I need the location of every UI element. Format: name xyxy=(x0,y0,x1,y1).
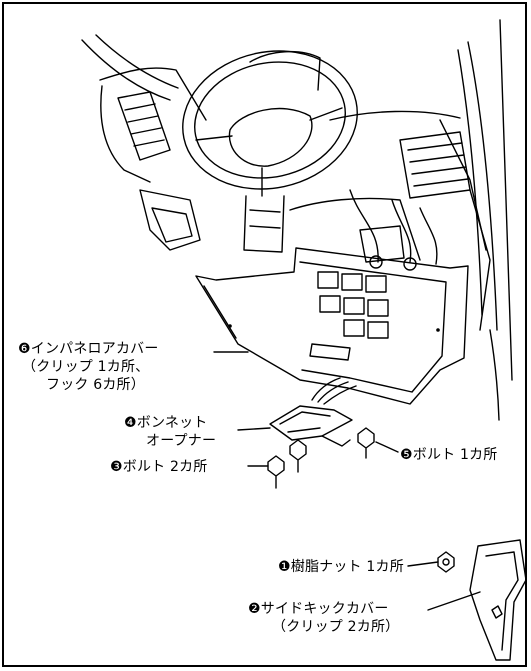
label-side-kick-cover: ❷サイドキックカバー xyxy=(248,601,389,617)
hood-opener-cable xyxy=(311,377,357,405)
switch-1 xyxy=(317,271,339,289)
label-side-kick-cover-clips: （クリップ 2カ所） xyxy=(272,619,400,635)
door-edge xyxy=(499,19,513,381)
a-pillar-right-inner xyxy=(457,49,483,316)
glovebox-edge xyxy=(469,189,491,331)
windshield-line-left xyxy=(81,39,171,101)
switch-8 xyxy=(367,321,389,339)
switch-3 xyxy=(365,275,387,293)
label-hood-opener-line2: オープナー xyxy=(146,433,217,449)
steering-wheel-rim xyxy=(182,50,358,190)
side-kick-cover-clip xyxy=(491,605,503,619)
hood-opener-detail xyxy=(279,411,331,433)
center-bracket xyxy=(359,225,405,263)
leader-side-kick xyxy=(427,591,481,611)
resin-nut-hole xyxy=(442,558,450,566)
left-dash-top xyxy=(99,67,207,121)
lower-cover-lip xyxy=(203,285,237,339)
steering-spoke-left xyxy=(195,135,233,141)
switch-2 xyxy=(341,273,363,291)
label-instrument-panel-cover-clips: （クリップ 1カ所、 xyxy=(22,359,150,375)
leader-bolt-1 xyxy=(375,441,399,453)
steering-wheel-rim-inner xyxy=(194,61,346,179)
switch-7 xyxy=(343,319,365,337)
switch-5 xyxy=(343,297,365,315)
label-instrument-panel-cover-hooks: フック 6カ所） xyxy=(46,377,145,393)
label-hood-opener-line1: ❹ボンネット xyxy=(124,415,208,431)
a-pillar-right xyxy=(467,41,498,331)
label-resin-nut: ❶樹脂ナット 1カ所 xyxy=(278,559,404,575)
bolt-1 xyxy=(357,427,375,459)
left-lower-panel-2 xyxy=(151,207,193,243)
left-dash-body xyxy=(100,85,151,183)
leader-resin-nut xyxy=(407,561,439,567)
label-bolt-1: ❺ボルト 1カ所 xyxy=(400,447,498,463)
left-vent-block xyxy=(117,91,171,161)
lower-dash-frame xyxy=(289,197,421,261)
lower-cover-vent xyxy=(309,343,351,361)
center-vent-slats xyxy=(407,142,469,187)
center-vent-housing xyxy=(399,131,471,199)
hood-opener-body xyxy=(269,405,353,441)
bolt-2-b xyxy=(289,439,307,473)
center-dash-top xyxy=(329,110,461,121)
dash-right-panel xyxy=(439,119,487,251)
windshield-line-left-2 xyxy=(95,34,179,89)
wiring-harness xyxy=(349,189,438,265)
steering-spoke-right xyxy=(309,107,343,121)
switch-4 xyxy=(319,295,341,313)
left-lower-panel xyxy=(139,189,201,251)
door-seal xyxy=(489,329,500,421)
label-instrument-panel-cover: ❻インパネロアカバー xyxy=(18,341,159,357)
meter-hood xyxy=(249,50,321,91)
side-kick-cover-inner xyxy=(485,551,519,651)
steering-column-lines xyxy=(249,209,281,229)
side-kick-cover xyxy=(469,539,527,661)
steering-column xyxy=(243,195,285,253)
steering-hub xyxy=(228,107,313,167)
lower-cover-outline xyxy=(195,247,469,405)
label-bolt-2: ❸ボルト 2カ所 xyxy=(110,459,208,475)
lower-cover-inner xyxy=(299,261,447,393)
clip-dot-1 xyxy=(228,324,232,328)
left-vent-lines xyxy=(124,103,165,147)
clip-dot-2 xyxy=(436,328,440,332)
resin-nut xyxy=(437,551,455,573)
hood-opener-tab xyxy=(321,435,351,447)
bolt-2-a xyxy=(267,455,285,489)
switch-6 xyxy=(367,299,389,317)
leader-hood-opener xyxy=(237,427,271,431)
